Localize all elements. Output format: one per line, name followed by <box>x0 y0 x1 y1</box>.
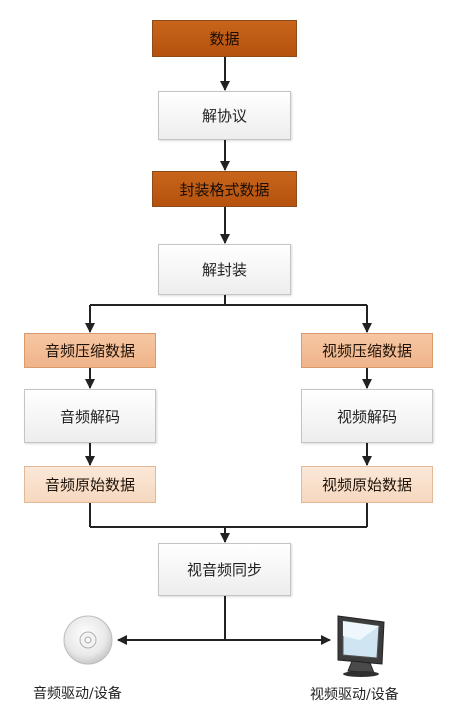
node-video-decode: 视频解码 <box>301 389 433 443</box>
node-video-raw: 视频原始数据 <box>301 466 433 503</box>
node-audio-compressed: 音频压缩数据 <box>24 333 156 368</box>
label-audio-device: 音频驱动/设备 <box>33 686 122 702</box>
node-demux: 解封装 <box>158 244 291 295</box>
node-audio-raw: 音频原始数据 <box>24 466 156 503</box>
node-protocol-decode: 解协议 <box>158 91 291 140</box>
node-audio-decode: 音频解码 <box>24 389 156 443</box>
cd-disc-icon <box>63 615 113 665</box>
label-video-device: 视频驱动/设备 <box>310 687 399 703</box>
node-av-sync: 视音频同步 <box>158 543 291 596</box>
monitor-icon <box>337 615 385 677</box>
node-container-data: 封装格式数据 <box>152 171 297 207</box>
node-data: 数据 <box>152 20 297 57</box>
node-video-compressed: 视频压缩数据 <box>301 333 433 368</box>
